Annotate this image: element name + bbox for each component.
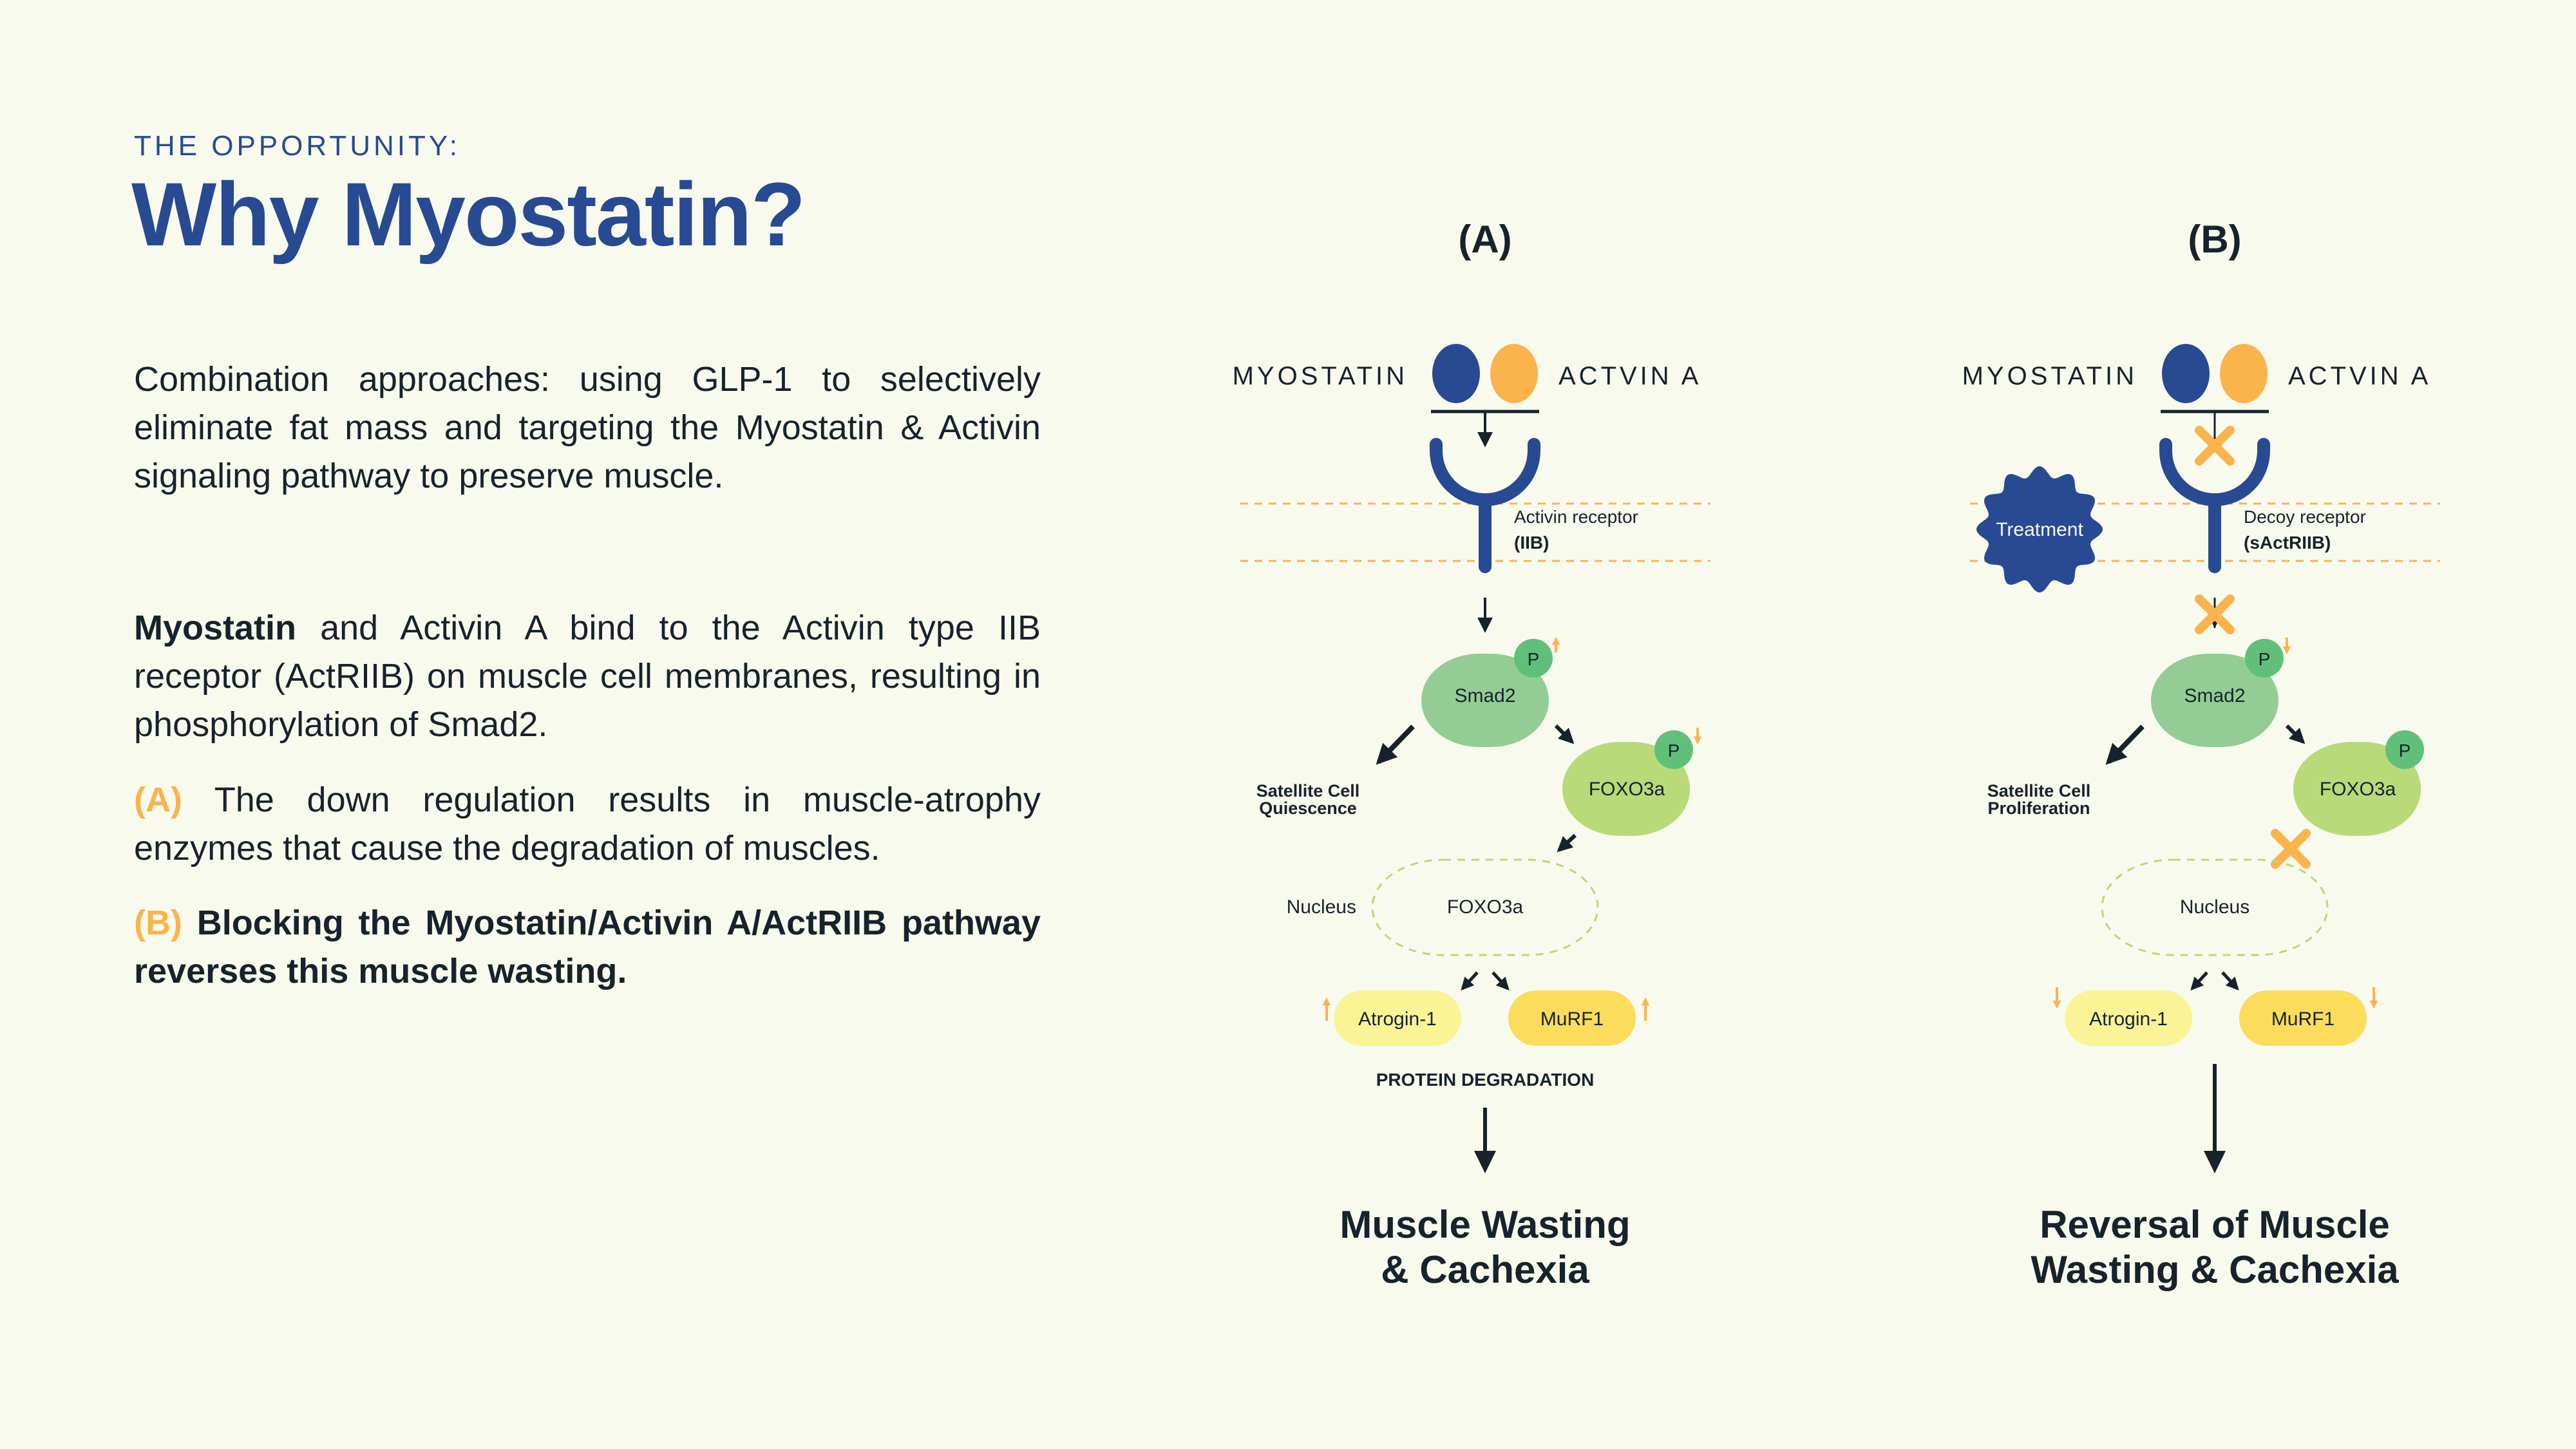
- intro-paragraph: Combination approaches: using GLP-1 to s…: [134, 360, 1041, 495]
- receptor-name: Activin receptor: [1514, 507, 1638, 527]
- murf-node: [2239, 990, 2367, 1046]
- page-title: Why Myostatin?: [131, 164, 806, 265]
- point-a-paragraph: (A) The down regulation results in muscl…: [134, 776, 1041, 873]
- arrow-to-foxo-icon: [2285, 724, 2306, 744]
- activin-label: ACTVIN A: [2288, 362, 2431, 390]
- myostatin-label: MYOSTATIN: [1233, 362, 1408, 390]
- myostatin-label: MYOSTATIN: [1962, 362, 2137, 390]
- phospho-label: P: [2399, 741, 2411, 761]
- point-a-text: The down regulation results in muscle-at…: [134, 781, 1041, 867]
- arrow-to-foxo-icon: [1554, 724, 1575, 744]
- receptor-type: (sActRIIB): [2244, 533, 2331, 553]
- foxo3a-node: [2293, 742, 2421, 836]
- outcome-line1: Reversal of Muscle: [2040, 1203, 2390, 1246]
- smad2-node: [1421, 654, 1549, 747]
- foxo3a-label: FOXO3a: [2320, 779, 2396, 800]
- receptor-name: Decoy receptor: [2244, 507, 2366, 527]
- block-x-icon: [2271, 829, 2311, 869]
- phospho-badge: [1654, 730, 1693, 769]
- receptor-type: (IIB): [1514, 533, 1549, 553]
- mechanism-paragraph: Myostatin and Activin A bind to the Acti…: [134, 604, 1041, 749]
- nucleus-label: Nucleus: [1287, 896, 1356, 918]
- atrogin-node: [2065, 990, 2192, 1046]
- mechanism-bold-term: Myostatin: [134, 609, 297, 647]
- phospho-label: P: [1528, 649, 1540, 669]
- activin-ligand-icon: [1490, 344, 1538, 403]
- diagram-b-label: (B): [2188, 218, 2241, 261]
- smad2-label: Smad2: [2184, 685, 2245, 706]
- murf-label: MuRF1: [1540, 1009, 1604, 1030]
- point-b-text: Blocking the Myostatin/Activin A/ActRIIB…: [134, 904, 1041, 990]
- satellite-line2: Quiescence: [1259, 799, 1357, 818]
- receptor-icon: [1430, 444, 1540, 506]
- nucleus-boundary: [1371, 858, 1599, 956]
- nucleus-boundary: [2101, 858, 2329, 956]
- nucleus-foxo3a-label: FOXO3a: [1447, 896, 1524, 918]
- arrow-to-nucleus-icon: [1557, 833, 1577, 853]
- outcome-line1: Muscle Wasting: [1340, 1203, 1630, 1246]
- phospho-badge: [2245, 639, 2284, 677]
- eyebrow-label: THE OPPORTUNITY:: [134, 130, 461, 162]
- foxo3a-node: [1562, 742, 1690, 836]
- atrogin-node: [1334, 990, 1461, 1046]
- atrogin-label: Atrogin-1: [2089, 1009, 2168, 1030]
- satellite-line1: Satellite Cell: [1987, 781, 2091, 800]
- myostatin-ligand-icon: [1432, 344, 1480, 403]
- outcome-line2: & Cachexia: [1381, 1248, 1589, 1291]
- diagram-a: (A) MYOSTATIN ACTVIN A Activin receptor …: [1233, 218, 1710, 1291]
- arrow-to-murf-icon: [2221, 971, 2239, 990]
- block-x-icon: [2195, 594, 2235, 634]
- myostatin-ligand-icon: [2162, 344, 2210, 403]
- point-a-label: (A): [134, 781, 182, 819]
- diagram-b: (B) MYOSTATIN ACTVIN A Decoy receptor (s…: [1962, 218, 2440, 1291]
- phospho-label: P: [1668, 741, 1680, 761]
- arrow-to-satellite-icon: [1376, 724, 1415, 765]
- phospho-badge: [1514, 639, 1553, 677]
- arrow-to-atrogin-icon: [2190, 971, 2208, 990]
- satellite-line1: Satellite Cell: [1256, 781, 1360, 800]
- murf-node: [1508, 990, 1636, 1046]
- phospho-badge: [2385, 730, 2424, 769]
- treatment-seal-icon: [1976, 466, 2103, 592]
- murf-label: MuRF1: [2271, 1009, 2334, 1030]
- satellite-line2: Proliferation: [1987, 799, 2090, 818]
- point-b-label: (B): [134, 904, 182, 942]
- foxo3a-label: FOXO3a: [1589, 779, 1665, 800]
- arrow-to-murf-icon: [1492, 971, 1510, 990]
- mechanism-text: and Activin A bind to the Activin type I…: [134, 609, 1041, 744]
- diagram-a-label: (A): [1458, 218, 1511, 261]
- point-b-paragraph: (B) Blocking the Myostatin/Activin A/Act…: [134, 899, 1041, 996]
- activin-label: ACTVIN A: [1558, 362, 1701, 390]
- nucleus-label: Nucleus: [2180, 896, 2249, 918]
- outcome-line2: Wasting & Cachexia: [2031, 1248, 2399, 1291]
- protein-degradation-label: PROTEIN DEGRADATION: [1376, 1070, 1595, 1090]
- phospho-label: P: [2259, 649, 2271, 669]
- arrow-to-atrogin-icon: [1461, 971, 1479, 990]
- smad2-node: [2151, 654, 2278, 747]
- treatment-badge: Treatment: [1976, 466, 2103, 592]
- atrogin-label: Atrogin-1: [1358, 1009, 1437, 1030]
- block-x-icon: [2195, 426, 2235, 466]
- decoy-receptor-icon: [2159, 444, 2270, 506]
- activin-ligand-icon: [2220, 344, 2268, 403]
- treatment-label: Treatment: [1996, 519, 2083, 540]
- smad2-label: Smad2: [1454, 685, 1515, 706]
- arrow-to-satellite-icon: [2105, 724, 2145, 765]
